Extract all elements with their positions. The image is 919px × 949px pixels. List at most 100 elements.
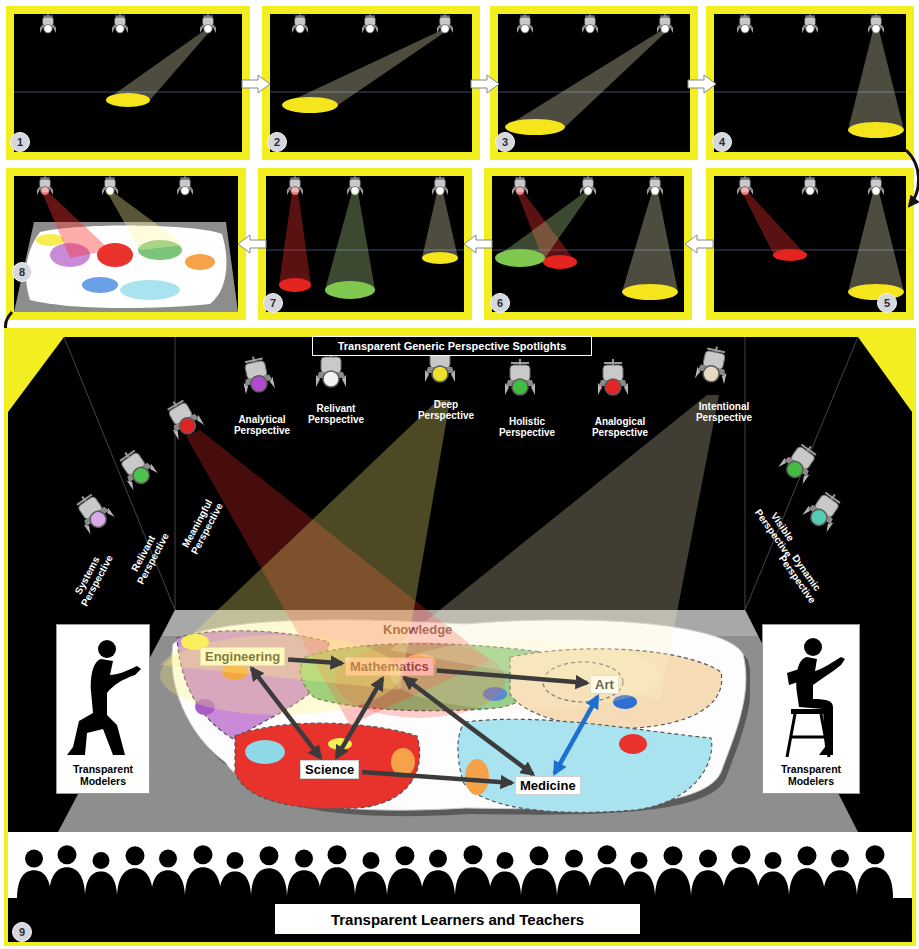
- frame-panel: [82, 277, 118, 293]
- frame-panel: [325, 192, 375, 290]
- frame-panel: [582, 14, 598, 33]
- callout-number: 2: [267, 132, 287, 152]
- frame-panel: [495, 249, 545, 267]
- modeler-silhouette: [791, 709, 825, 714]
- frame-panel: [422, 252, 458, 264]
- audience-silhouette: [521, 846, 557, 899]
- modeler-silhouette: [763, 629, 861, 764]
- frame-panel: [6, 168, 246, 320]
- frame-panel: [517, 14, 533, 33]
- knowledge-blob: [465, 759, 489, 795]
- audience-silhouette: [789, 846, 825, 899]
- connector-arrow: [437, 671, 587, 684]
- audience-silhouette: [421, 850, 455, 900]
- flow-arrow: [464, 235, 492, 253]
- frame-panel: [706, 6, 914, 160]
- modeler-silhouette: [57, 629, 151, 764]
- frame-panel: [282, 30, 448, 105]
- frame-panel: [802, 14, 818, 33]
- audience-silhouette: [757, 852, 789, 900]
- perspective-label: Relivant Perspective: [121, 518, 175, 594]
- frame-panel: [714, 14, 906, 152]
- frame-panel: [262, 6, 480, 160]
- node-text: Transparent Modelers: [763, 763, 859, 787]
- modeler-silhouette: [796, 657, 845, 755]
- audience-silhouette: [723, 845, 759, 898]
- frame-panel: [270, 92, 472, 93]
- knowledge-blob: [458, 719, 712, 812]
- frame-panel: [706, 168, 914, 320]
- audience-silhouette: [287, 850, 321, 900]
- connector-arrow: [404, 678, 532, 774]
- frame-panel: [36, 234, 64, 246]
- callout-number: 8: [12, 262, 32, 282]
- perspective-label: Holistic Perspective: [490, 416, 564, 438]
- connector-arrow: [252, 668, 321, 757]
- spotlight: [802, 486, 847, 533]
- frame-panel: [498, 14, 690, 152]
- knowledge-blob: [619, 734, 647, 754]
- perspective-label: Intentional Perspective: [687, 401, 761, 423]
- audience-box: Transparent Learners and Teachers: [275, 904, 640, 934]
- knowledge-blob: [391, 748, 415, 776]
- perspective-label: Analogical Perspective: [583, 416, 657, 438]
- frame-panel: [120, 280, 180, 300]
- frame-panel: [292, 14, 308, 33]
- node-text: Medicine: [520, 778, 576, 793]
- frame-panel: [706, 6, 914, 160]
- frame-panel: [773, 249, 807, 261]
- stage: [8, 337, 912, 942]
- domain-box: Medicine: [515, 776, 581, 795]
- frame-panel: [266, 176, 464, 312]
- perspective-label: Deep Perspective: [409, 399, 483, 421]
- frame-panel: [14, 176, 238, 312]
- stage: [4, 328, 916, 946]
- frame-panel: [622, 284, 678, 300]
- frame-panel: [505, 119, 565, 135]
- audience-silhouette: [589, 845, 625, 898]
- frame-panel: [258, 168, 472, 320]
- audience-silhouette: [17, 850, 51, 900]
- stage: [4, 328, 916, 946]
- audience-silhouette: [219, 852, 251, 900]
- connector-arrow: [362, 772, 512, 783]
- audience-silhouette: [489, 852, 521, 900]
- frame-panel: [422, 192, 458, 258]
- callout-number: 7: [263, 293, 283, 313]
- modeler-silhouette: [793, 675, 803, 677]
- callout-number: 6: [490, 293, 510, 313]
- audience-silhouette: [857, 845, 893, 898]
- perspective-label: Relivant Perspective: [299, 403, 373, 425]
- node-text: Transparent Modelers: [57, 763, 149, 787]
- audience-silhouette: [355, 852, 387, 900]
- connector-arrow: [288, 660, 342, 664]
- audience-silhouette: [455, 845, 491, 898]
- spotlight: [598, 359, 628, 395]
- spotlight: [778, 438, 823, 485]
- frame-panel: [848, 192, 904, 292]
- stage: [64, 337, 858, 610]
- frame-panel: [490, 6, 698, 160]
- frame-panel: [802, 176, 818, 195]
- frame-panel: [362, 14, 378, 33]
- audience-silhouette: [623, 852, 655, 900]
- audience-silhouette: [319, 845, 355, 898]
- perspective-label: Dynamic Perspective: [772, 539, 832, 612]
- frame-panel: [742, 192, 806, 255]
- spotlight: [505, 359, 535, 395]
- spotlight: [238, 353, 275, 394]
- flow-arrow: [471, 75, 499, 93]
- perspective-label: Analytical Perspective: [225, 414, 299, 436]
- audience-silhouette: [691, 850, 725, 900]
- frame-panel: [42, 192, 110, 258]
- audience-silhouette: [117, 846, 153, 899]
- frame-panel: [262, 6, 480, 160]
- spotlight: [113, 444, 158, 491]
- frame-panel: [848, 30, 904, 130]
- frame-panel: [106, 93, 150, 107]
- frame-panel: [484, 168, 692, 320]
- stage: [8, 832, 912, 902]
